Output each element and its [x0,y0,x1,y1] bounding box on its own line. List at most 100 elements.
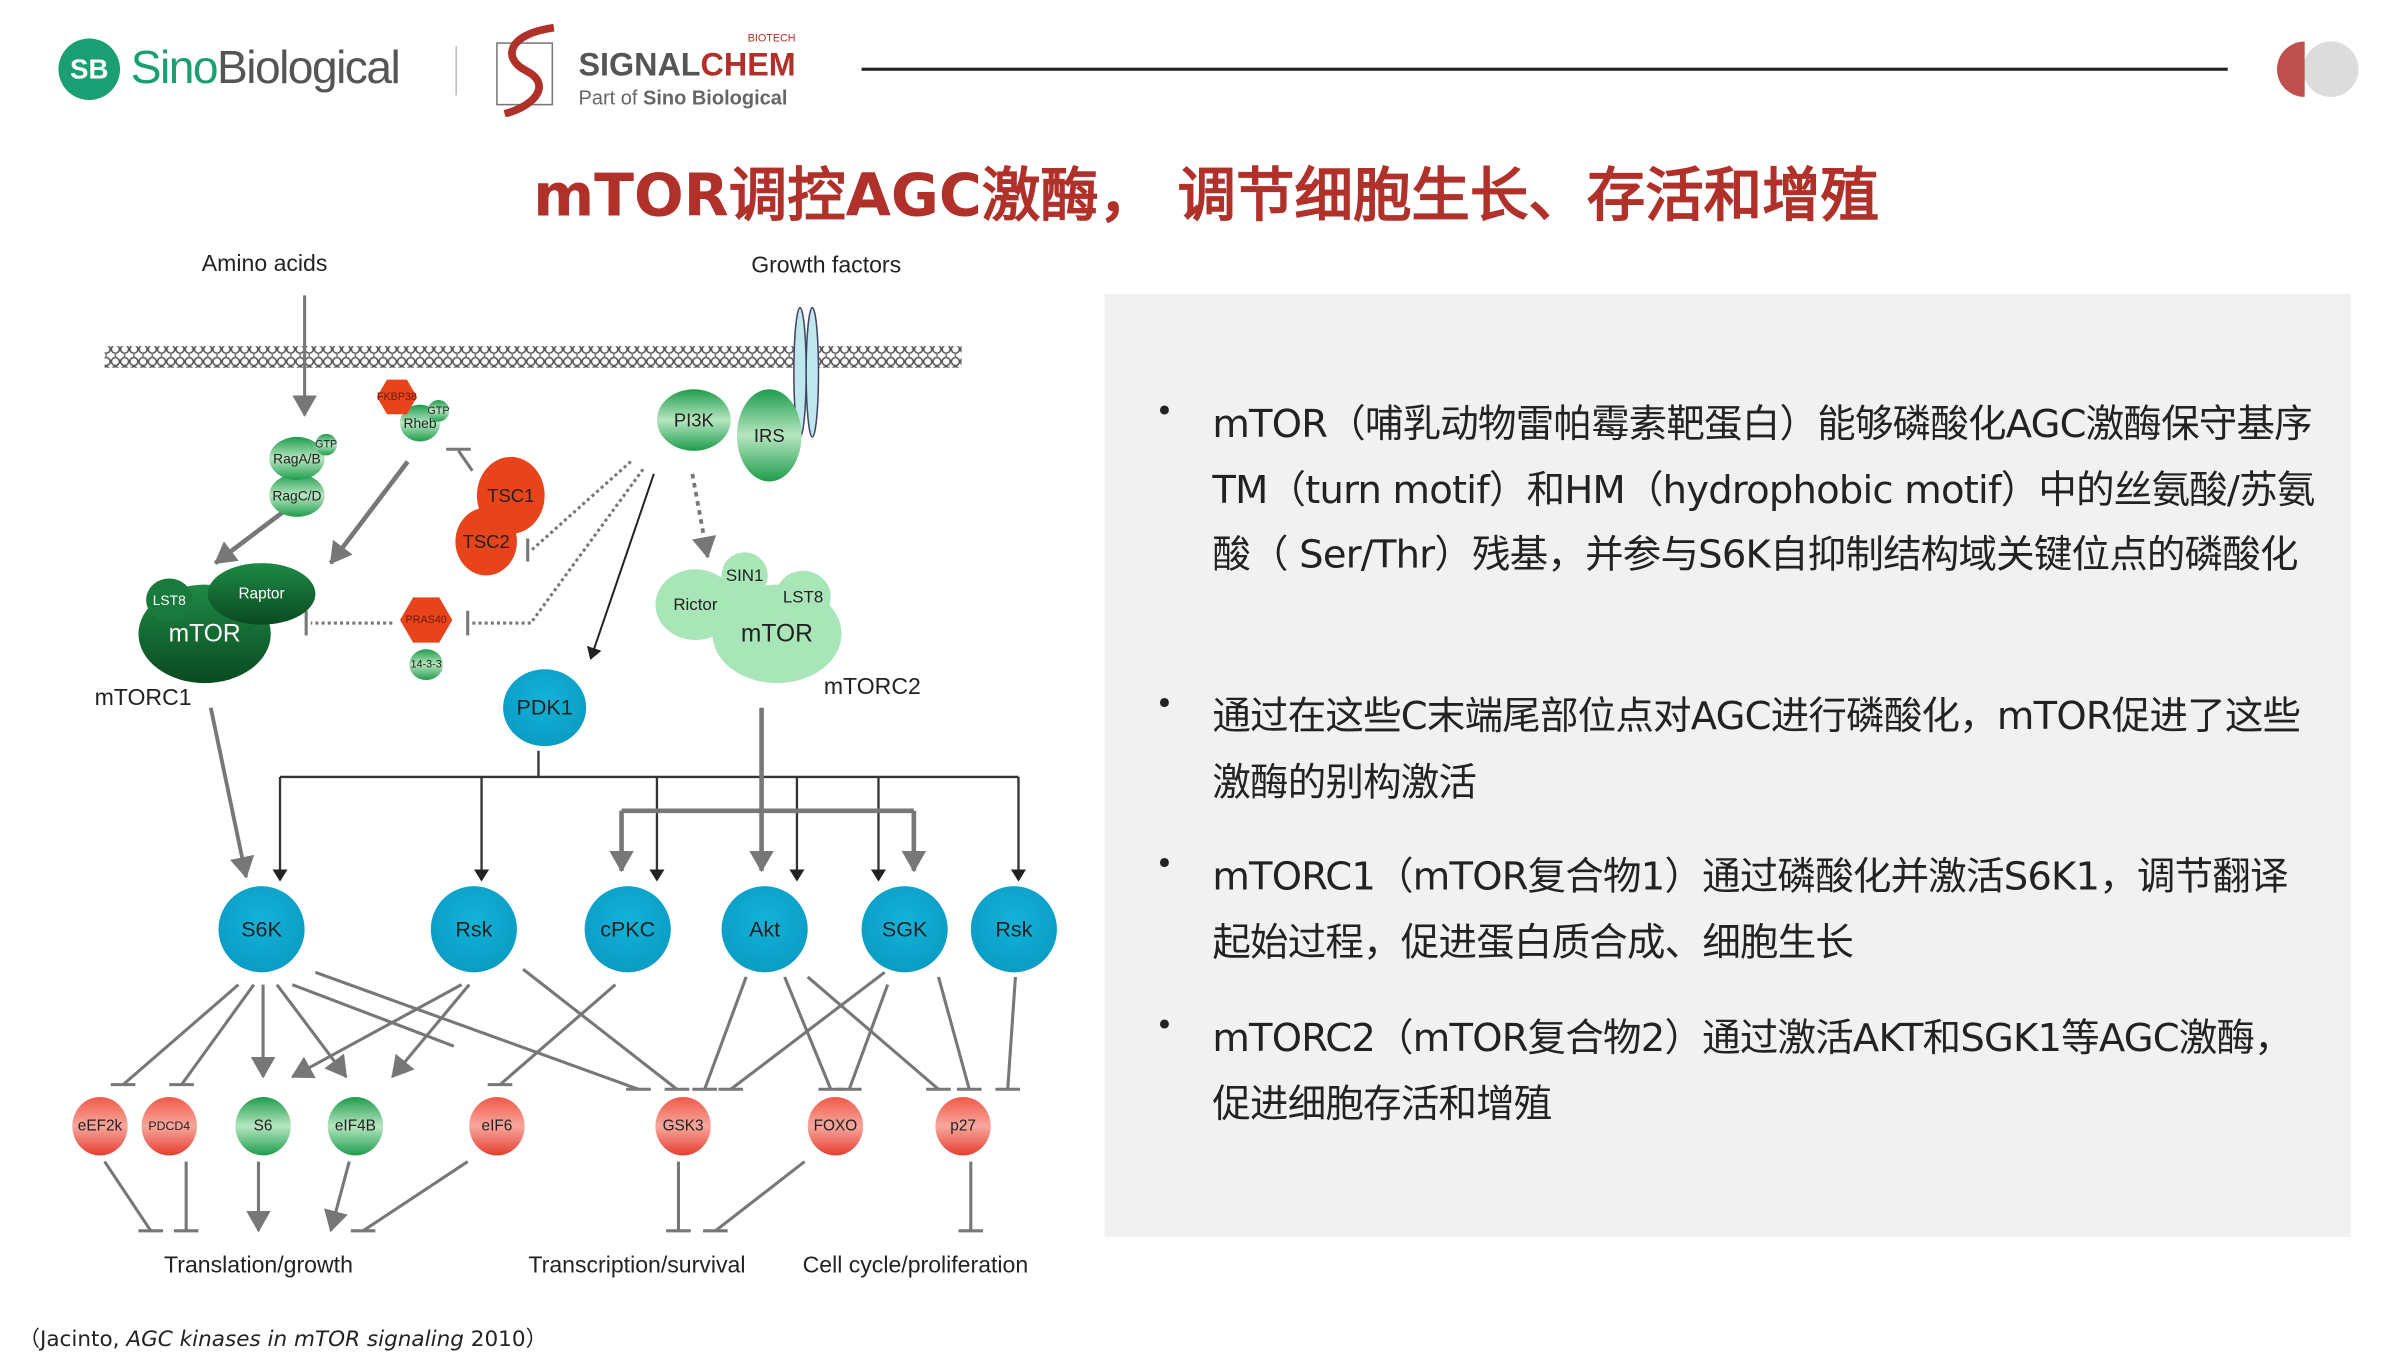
irs-node: IRS [736,389,802,482]
signalchem-s-icon [496,23,555,117]
mtorc2-mtor-node-label: mTOR [741,620,813,647]
raptor-node: Raptor [207,563,316,625]
target-node-shape [72,1096,128,1156]
target-node-shape [469,1096,525,1156]
sin1-node: SIN1 [721,552,768,599]
bullet-dot-icon: • [1155,684,1174,722]
target-node-shape [655,1096,711,1156]
kinase-node: cPKC [584,886,671,973]
ragcd-node-label: RagC/D [272,487,321,503]
cell-membrane [104,346,962,368]
citation-author: （Jacinto, [18,1327,127,1353]
bullet-text: mTORC2（mTOR复合物2）通过激活AKT和SGK1等AGC激酶，促进细胞存… [1212,1015,2292,1126]
irs-node-shape [736,389,802,482]
mtorc2-lst8-node: LST8 [775,570,831,624]
signalchem-biotech: BIOTECH [747,33,796,45]
target-node: eIF4B [327,1096,384,1156]
pi3k-node-label: PI3K [674,410,715,431]
tsc2-node-label: TSC2 [463,531,510,552]
logo-name-biological: Biological [217,43,401,94]
irs-node-label: IRS [754,425,785,446]
target-node-label: p27 [950,1118,976,1135]
kinase-node-label: Akt [749,917,780,941]
pi3k-mtorc2-dotted [690,473,717,559]
sin1-node-label: SIN1 [726,566,764,585]
inhibition-line [180,983,256,1086]
inhibition-line [362,1160,469,1233]
tsc1-node-label: TSC1 [487,485,534,506]
target-node-shape [141,1096,197,1156]
rheb-to-mtorc1-arrow [328,460,410,565]
mtorc1-label: mTORC1 [95,684,192,710]
target-node: p27 [935,1096,991,1156]
inhibition-line [729,971,886,1091]
target-node-label: eEF2k [78,1118,123,1135]
rictor-node-label: Rictor [673,595,718,614]
kinase-node: Akt [721,886,808,973]
target-node-shape [935,1096,991,1156]
logo-divider [455,46,457,96]
bullet-dot-icon: • [1155,844,1174,882]
fkbp38-node-shape [376,379,417,415]
tsc-inhibits-rheb [457,449,474,472]
kinase-node-shape [970,886,1057,973]
pi3k-pdk1-arrow [586,473,655,660]
target-node-label: eIF6 [482,1118,513,1135]
pi3k-node: PI3K [656,389,731,451]
pdk1-node-shape [503,669,587,747]
kinase-node-label: SGK [882,917,928,941]
toggle-decoration [2276,41,2363,97]
growth-factors-label: Growth factors [751,252,901,278]
inhibition-line [937,976,971,1090]
toggle-gray-circle [2303,41,2359,97]
activation-arrow [391,983,471,1079]
signalchem-signal: SIGNAL [578,47,701,84]
mtorc1-mtor-node-label: mTOR [169,620,241,647]
inhibition-line [122,983,240,1086]
signalchem-chem: CHEM [700,47,796,84]
inhibition-line [714,1160,806,1233]
target-node: PDCD4 [141,1096,197,1156]
pdk1-node: PDK1 [503,669,587,747]
outcome-cell-cycle-proliferation: Cell cycle/proliferation [803,1252,1029,1278]
inhibition-line [847,984,890,1090]
sb-badge-icon: SB [58,38,121,101]
ragcd-node: RagC/D [269,473,325,517]
target-node-shape [327,1096,384,1156]
rag-gtp-node-label: GTP [315,439,337,451]
tsc2-node-shape [455,507,517,576]
mtorc1-lst8-node: LST8 [146,578,193,622]
inhibition-line [703,976,748,1090]
pi3k-node-shape [656,389,731,451]
bullet-text: mTORC1（mTOR复合物1）通过磷酸化并激活S6K1，调节翻译起始过程，促进… [1212,853,2288,964]
14-3-3-node: 14-3-3 [409,649,444,681]
signalchem-tagline-brand: Sino Biological [642,86,788,110]
bullet-text: mTOR（哺乳动物雷帕霉素靶蛋白）能够磷酸化AGC激酶保守基序TM（turn m… [1212,401,2315,577]
outcome-transcription-survival: Transcription/survival [528,1252,745,1278]
pi3k-pras40-dotted [529,468,645,624]
14-3-3-node-shape [409,649,444,681]
target-node: eEF2k [72,1096,128,1156]
header-rule [861,67,2228,71]
target-node-label: eIF4B [335,1118,376,1135]
inhibition-line [806,975,940,1091]
rheb-gtp-node-shape [427,400,450,422]
kinase-node-label: Rsk [995,917,1032,941]
rag-to-mtorc1-arrow [213,508,287,565]
inhibition-line [103,1160,153,1232]
rheb-gtp-node-label: GTP [427,405,449,417]
bullet-text: 通过在这些C末端尾部位点对AGC进行磷酸化，mTOR促进了这些激酶的别构激活 [1212,693,2301,804]
kinase-node-label: S6K [241,917,282,941]
kinase-node-shape [218,886,305,973]
rag-gtp-node: GTP [315,433,337,456]
target-node-label: S6 [254,1118,273,1135]
target-node: eIF6 [469,1096,525,1156]
rag-gtp-node-shape [315,433,337,456]
mtorc1-to-s6k-arrow [208,707,255,879]
kinase-node: Rsk [430,886,517,973]
mtorc2-lst8-node-label: LST8 [783,587,823,606]
rheb-gtp-node: GTP [427,400,450,422]
kinase-node: Rsk [970,886,1057,973]
kinase-node-shape [430,886,517,973]
